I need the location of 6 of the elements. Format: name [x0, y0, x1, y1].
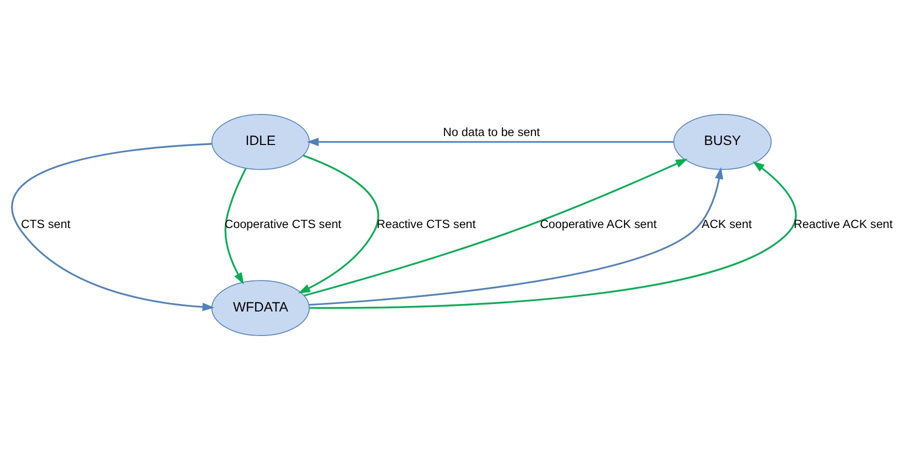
edge-label: Reactive ACK sent [794, 217, 893, 232]
edge-label: Cooperative ACK sent [540, 217, 657, 232]
edge-label: No data to be sent [443, 125, 540, 140]
edge-label: ACK sent [702, 217, 752, 232]
edge-label: CTS sent [20, 217, 70, 232]
edge-label: Reactive CTS sent [376, 217, 476, 232]
